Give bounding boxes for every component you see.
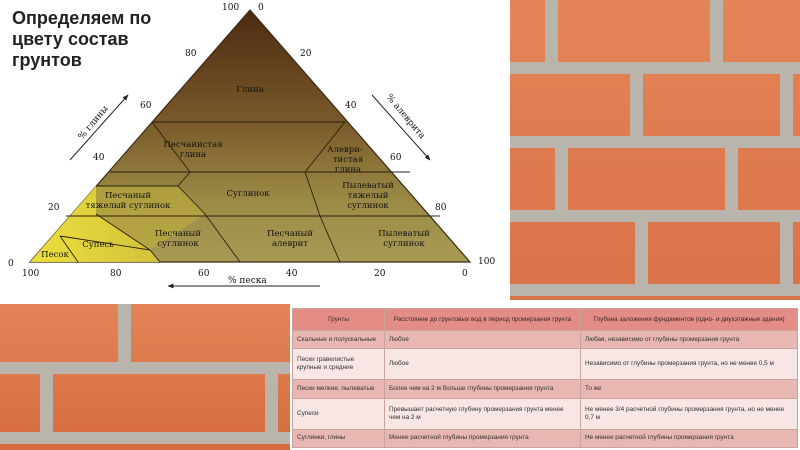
right-tick-60: 60 (390, 153, 402, 163)
table-header-row: Грунты Расстояние до грунтовых вод в пер… (292, 308, 798, 331)
region-sandy-light-line1: Песчаный (155, 229, 201, 239)
table-row: Суглинки, глины Менее расчетной глубины … (292, 428, 798, 449)
table-cell: Не менее расчетной глубины промерзания г… (580, 428, 798, 449)
table-row: Пески гравелистые крупные и средние Любо… (292, 348, 798, 381)
left-tick-40: 40 (93, 153, 105, 163)
right-tick-100: 100 (478, 257, 495, 267)
bottom-tick-60: 60 (198, 269, 210, 279)
table-cell: Скальные и полускальные (292, 329, 385, 350)
bottom-tick-20: 20 (374, 269, 386, 279)
table-row: Скальные и полускальные Любое Любая, нез… (292, 329, 798, 350)
sand-zone (30, 186, 160, 262)
table-cell: Любое (384, 348, 581, 381)
table-header-soil: Грунты (292, 308, 385, 331)
left-axis-ticks: 0 20 40 60 80 100 (8, 3, 239, 269)
table-cell: Превышает расчетную глубину промерзания … (384, 397, 581, 430)
region-silty-light-line2: суглинок (383, 239, 425, 249)
right-tick-40: 40 (345, 101, 357, 111)
title-line-2: цвету состав (12, 29, 129, 49)
right-axis-ticks: 0 20 40 60 80 100 (258, 3, 495, 267)
sandy-zone-overlay (96, 186, 205, 250)
bottom-tick-0: 0 (462, 269, 468, 279)
region-sandy-silt-line2: алеврит (272, 239, 308, 249)
silt-axis-label: % алеврита (384, 93, 427, 142)
table-cell: Любая, независимо от глубины промерзания… (580, 329, 798, 350)
region-sandy-heavy-line1: Песчаный (105, 191, 151, 201)
bottom-tick-100: 100 (22, 269, 39, 279)
region-silty-light-line1: Пылеватый (378, 229, 430, 239)
region-clay: Глина (236, 85, 263, 95)
region-silty-heavy-line1: Пылеватый (342, 181, 394, 191)
left-tick-0: 0 (8, 259, 14, 269)
clay-axis-arrow (69, 94, 129, 161)
region-sand: Песок (41, 250, 69, 260)
region-sandy-light-line2: суглинок (157, 239, 199, 249)
clay-axis-label: % глины (77, 104, 111, 142)
bottom-axis-ticks: 100 80 60 40 20 0 (22, 269, 468, 279)
table-cell: Не менее 3/4 расчетной глубины промерзан… (580, 397, 798, 430)
left-tick-100: 100 (222, 3, 239, 13)
table-row: Супеси Превышает расчетную глубину проме… (292, 397, 798, 430)
left-tick-80: 80 (185, 49, 197, 59)
left-tick-20: 20 (48, 203, 60, 213)
region-silty-clay-line1: Алеври- (327, 145, 363, 155)
title-line-1: Определяем по (12, 8, 152, 28)
foundation-depth-table: Грунты Расстояние до грунтовых вод в пер… (292, 308, 798, 449)
brick-wall-photo-right (510, 0, 800, 300)
brick-wall-photo-left (0, 304, 290, 450)
table-cell: Более чем на 2 м больше глубины промерза… (384, 379, 581, 399)
table-header-depth: Глубина заложения фундаментов (одно- и д… (580, 308, 798, 331)
region-sandy-clay-line1: Песчанистая (163, 140, 222, 150)
left-tick-60: 60 (140, 101, 152, 111)
table-cell: Независимо от глубины промерзания грунта… (580, 348, 798, 381)
sand-axis-label: % песка (228, 276, 267, 286)
right-tick-80: 80 (435, 203, 447, 213)
bottom-tick-80: 80 (110, 269, 122, 279)
region-labels: Глина Песчанистая глина Алеври- тистая г… (41, 85, 430, 260)
region-silty-heavy-line2: тяжелый (348, 191, 389, 201)
table-cell: Пески гравелистые крупные и средние (292, 348, 385, 381)
region-sandy-clay-line2: глина (180, 150, 206, 160)
table-cell: Супеси (292, 397, 385, 430)
title-line-3: грунтов (12, 50, 82, 70)
right-tick-0: 0 (258, 3, 264, 13)
region-silty-heavy-line3: суглинок (347, 201, 389, 211)
table-cell: Суглинки, глины (292, 428, 385, 449)
table-row: Пески мелкие, пылеватые Более чем на 2 м… (292, 379, 798, 399)
region-loam: Суглинок (226, 189, 270, 199)
region-sandy-loam: Супесь (82, 240, 114, 250)
table-header-groundwater: Расстояние до грунтовых вод в период про… (384, 308, 581, 331)
table-cell: Пески мелкие, пылеватые (292, 379, 385, 399)
region-silty-clay-line2: тистая (333, 155, 363, 165)
table-cell: Менее расчетной глубины промерзания грун… (384, 428, 581, 449)
region-boundaries (59, 121, 440, 263)
right-tick-20: 20 (300, 49, 312, 59)
table-cell: То же (580, 379, 798, 399)
region-sandy-silt-line1: Песчаный (267, 229, 313, 239)
bottom-tick-40: 40 (286, 269, 298, 279)
table-cell: Любое (384, 329, 581, 350)
region-sandy-heavy-line2: тяжелый суглинок (86, 201, 172, 211)
soil-texture-triangle: 0 20 40 60 80 100 0 20 40 60 80 100 100 … (8, 3, 495, 289)
silt-axis-arrow (371, 94, 431, 161)
region-silty-clay-line3: глина (335, 165, 361, 175)
slide-title: Определяем по цвету состав грунтов (12, 8, 212, 71)
